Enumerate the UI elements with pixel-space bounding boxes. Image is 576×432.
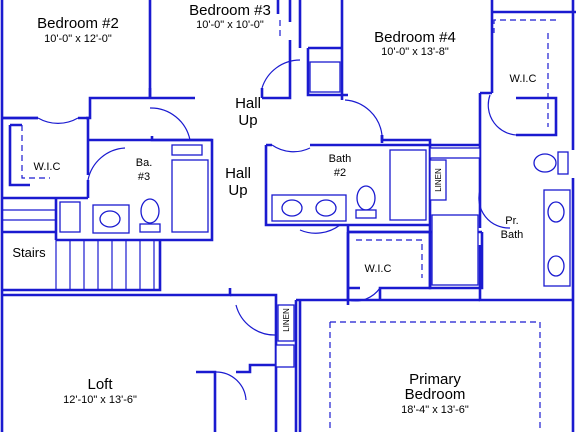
- wic-center-label: W.I.C: [365, 263, 392, 275]
- bedroom3-dims: 10'-0" x 10'-0": [196, 19, 264, 31]
- loft-dims: 12'-10" x 13'-6": [63, 394, 137, 406]
- shower: [431, 214, 479, 286]
- wic-left-wall: [2, 116, 90, 187]
- primary-tray-ceiling: [329, 321, 541, 432]
- door-swing: [235, 304, 277, 336]
- loft-name: Loft: [87, 376, 113, 393]
- linen-lower-label: LINEN: [282, 308, 291, 332]
- toilet: [140, 198, 160, 224]
- linen-closet: [277, 304, 295, 342]
- linen-shelf: [429, 147, 481, 159]
- bath3-label: Ba.: [136, 157, 153, 169]
- primary-wall: [298, 298, 480, 432]
- bath2-number: #2: [334, 167, 346, 179]
- primary-dims: 18'-4" x 13'-6": [401, 404, 469, 416]
- sink: [99, 210, 121, 228]
- toilet-tank: [355, 209, 377, 219]
- stair-rail-box: [59, 201, 81, 233]
- linen-upper-label: LINEN: [434, 168, 443, 192]
- bedroom3-wall: [148, 0, 292, 100]
- door-swing: [271, 144, 311, 153]
- toilet-tank: [139, 223, 161, 233]
- door-swing: [37, 117, 79, 124]
- sink: [315, 199, 337, 217]
- bedroom2-wall: [2, 88, 152, 120]
- stairs-label: Stairs: [12, 245, 46, 260]
- fixtures: [59, 61, 571, 368]
- bathtub: [389, 149, 427, 221]
- sink: [547, 255, 565, 277]
- closet-box: [309, 61, 341, 93]
- bedroom4-dims: 10'-0" x 13'-8": [381, 46, 449, 58]
- sink: [547, 201, 565, 223]
- lower-hall-wall: [196, 293, 350, 432]
- linen-shelf: [171, 144, 203, 156]
- pr-bath-name: Bath: [501, 229, 524, 241]
- hall-upper-up: Up: [238, 112, 257, 129]
- door-swing: [344, 99, 383, 136]
- bath3-number: #3: [138, 171, 150, 183]
- toilet: [533, 153, 557, 173]
- hall-lower-label: Hall: [225, 165, 251, 182]
- toilet: [356, 185, 376, 211]
- linen-closet: [429, 159, 447, 201]
- sink: [281, 199, 303, 217]
- door-swing: [87, 147, 126, 181]
- stairs-wall: [2, 230, 232, 297]
- hall-lower-up: Up: [228, 182, 247, 199]
- closet-box: [275, 344, 295, 368]
- door-swing: [487, 94, 521, 136]
- door-swing: [149, 107, 191, 141]
- wic-left-shelf: [21, 125, 50, 179]
- bedroom4-name: Bedroom #4: [374, 29, 456, 46]
- interior-lines: [2, 19, 556, 432]
- stair-treads: [2, 209, 155, 290]
- bedroom2-dims: 10'-0" x 12'-0": [44, 33, 112, 45]
- wic-center-shelf: [356, 239, 423, 278]
- wic-left-label: W.I.C: [34, 161, 61, 173]
- door-swing: [299, 224, 341, 234]
- bath2-label: Bath: [329, 153, 352, 165]
- bedroom4-wall: [340, 0, 576, 145]
- room-labels: Bedroom #2 10'-0" x 12'-0" Bedroom #3 10…: [12, 2, 536, 416]
- pr-bath-label: Pr.: [505, 215, 518, 227]
- door-swing: [478, 189, 511, 229]
- primary-name-line2: Bedroom: [405, 386, 466, 403]
- toilet-tank: [557, 151, 569, 175]
- door-swing: [261, 59, 301, 89]
- bathtub: [171, 159, 209, 233]
- hall-upper-label: Hall: [235, 95, 261, 112]
- primary-name-line1: Primary: [409, 371, 461, 388]
- bedroom2-name: Bedroom #2: [37, 15, 119, 32]
- door-swing: [214, 371, 247, 401]
- wic-center-wall: [346, 230, 432, 300]
- wic-right-shelf: [493, 19, 556, 127]
- bedroom3-name: Bedroom #3: [189, 2, 271, 19]
- door-swing: [347, 287, 381, 302]
- wic-right-label: W.I.C: [510, 73, 537, 85]
